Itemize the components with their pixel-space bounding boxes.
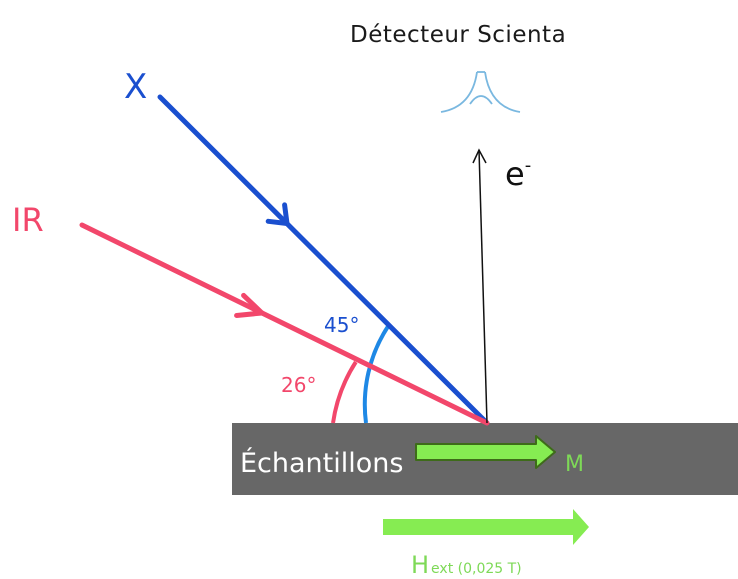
field-label-main: H xyxy=(411,551,429,579)
detector-label: Détecteur Scienta xyxy=(350,22,566,48)
electron-label-main: e xyxy=(505,155,525,193)
angle-x-label: 45° xyxy=(324,313,359,337)
detector-icon xyxy=(440,71,521,113)
electron-arrowhead-icon xyxy=(472,148,487,164)
x_arrowhead-icon xyxy=(265,202,290,226)
electron-beam xyxy=(478,149,488,424)
ir_arrowhead-icon xyxy=(234,292,265,318)
magnetization-label: M xyxy=(565,452,584,477)
angle-arc-ir xyxy=(331,360,358,424)
electron-label-sup: - xyxy=(525,155,532,176)
angle-ir-label: 26° xyxy=(281,373,316,397)
electron-label: e- xyxy=(505,155,531,193)
field-arrow xyxy=(383,509,589,545)
xray-label: X xyxy=(124,67,147,107)
ir-beam xyxy=(79,222,490,426)
field-label-sub: ext (0,025 T) xyxy=(431,561,522,577)
angle-arc-x xyxy=(362,325,390,424)
magnetization-arrow xyxy=(415,435,556,469)
ir-label: IR xyxy=(12,201,44,239)
sample-label: Échantillons xyxy=(240,447,403,479)
xray-beam xyxy=(157,94,490,426)
